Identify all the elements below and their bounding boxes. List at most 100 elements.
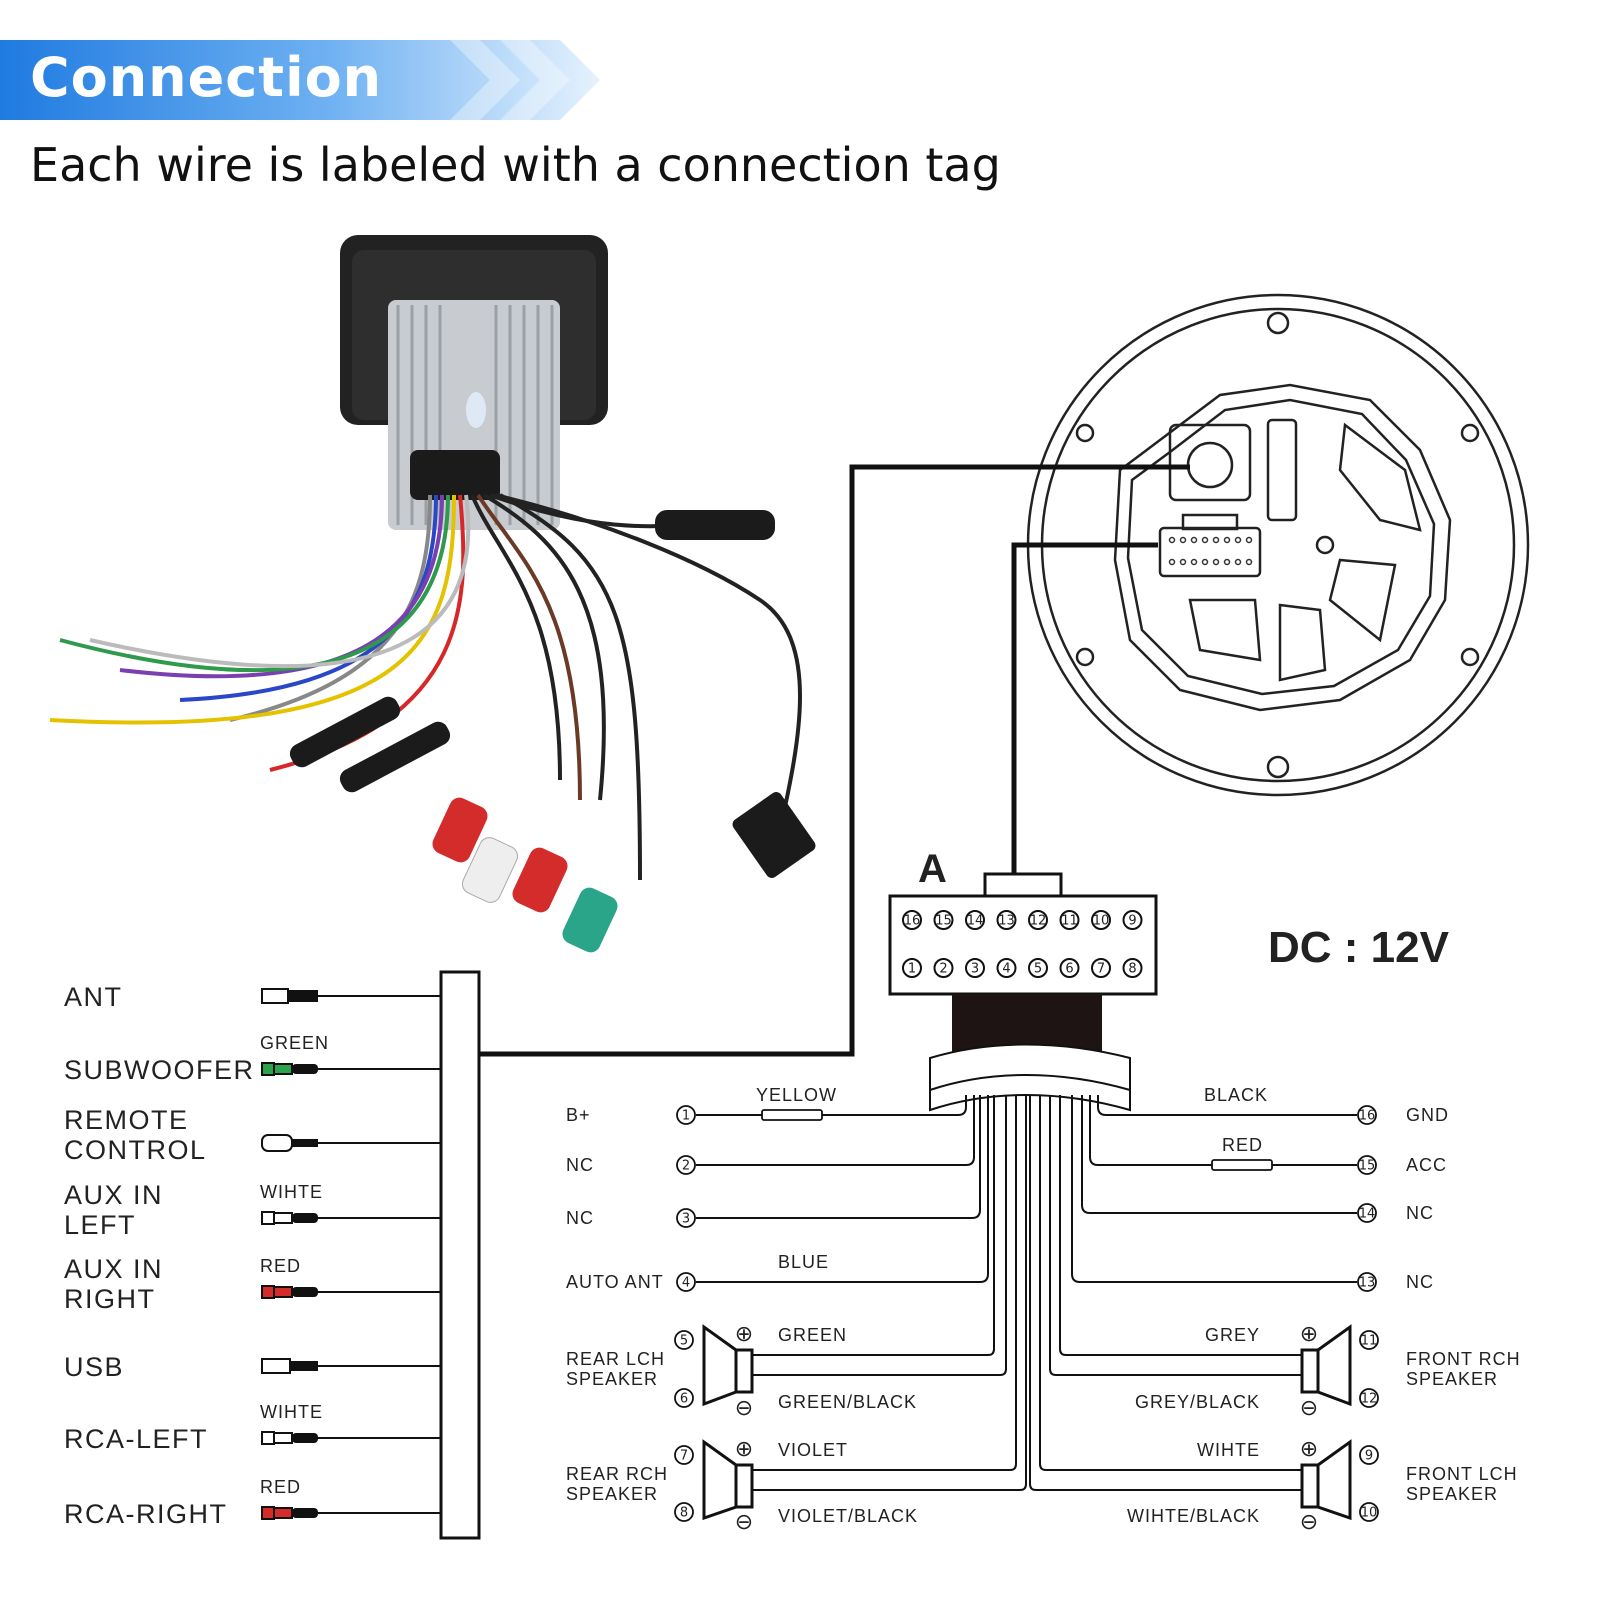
pin-function-label: ACC bbox=[1406, 1155, 1447, 1175]
pin-circle bbox=[674, 1388, 694, 1408]
jack-plug-icon bbox=[261, 1134, 318, 1152]
pin-circle bbox=[674, 1330, 694, 1350]
header-banner bbox=[0, 40, 600, 120]
pin-function-label: GND bbox=[1406, 1105, 1449, 1125]
pin-function-label: NC bbox=[1406, 1272, 1434, 1292]
plus-icon: ⊕ bbox=[735, 1436, 753, 1461]
pin-circle bbox=[674, 1502, 694, 1522]
panel-pin bbox=[1168, 536, 1176, 544]
panel-pin bbox=[1223, 536, 1231, 544]
left-connector-label: RCA-LEFT bbox=[64, 1424, 208, 1454]
harness-bar bbox=[439, 970, 481, 1540]
minus-icon: ⊖ bbox=[1300, 1509, 1318, 1534]
connector-pin bbox=[902, 958, 922, 978]
connector-pin-number: 2 bbox=[939, 962, 947, 977]
wire-color-label: GREY/BLACK bbox=[1135, 1392, 1260, 1412]
connector-pin-number: 12 bbox=[1030, 914, 1047, 929]
connector-pin bbox=[965, 910, 985, 930]
wire-color-label: VIOLET/BLACK bbox=[778, 1506, 918, 1526]
connector-pin bbox=[996, 958, 1017, 978]
left-connector-label: AUX IN bbox=[64, 1254, 163, 1284]
panel-pin bbox=[1179, 536, 1187, 544]
speaker-icon bbox=[1300, 1439, 1352, 1521]
speaker-label: REAR LCH bbox=[566, 1349, 665, 1369]
radio-unit-illustration bbox=[49, 235, 816, 953]
left-connector-label: LEFT bbox=[64, 1210, 136, 1240]
minus-icon: ⊖ bbox=[1300, 1395, 1318, 1420]
connector-pin bbox=[1059, 958, 1080, 978]
left-connector-label: ANT bbox=[64, 982, 123, 1012]
pin-wire bbox=[1097, 1095, 1357, 1116]
wire-color-label: BLACK bbox=[1204, 1085, 1268, 1105]
panel-pin bbox=[1168, 558, 1176, 566]
wire-panel-to-connector bbox=[1011, 542, 1158, 876]
connector-pin bbox=[1122, 910, 1143, 930]
pin-function-label: AUTO ANT bbox=[566, 1272, 664, 1292]
pin-circle bbox=[1359, 1388, 1379, 1408]
panel-pin bbox=[1190, 558, 1198, 566]
speaker-wire bbox=[1059, 1095, 1302, 1356]
wire-color-label: BLUE bbox=[778, 1252, 829, 1272]
pin-number: 8 bbox=[680, 1506, 688, 1521]
pin-function-label: NC bbox=[1406, 1203, 1434, 1223]
speaker-label: SPEAKER bbox=[1406, 1484, 1498, 1504]
connector-pin-number: 14 bbox=[967, 914, 984, 929]
usb-plug-icon bbox=[261, 1358, 318, 1374]
connector-pin-number: 6 bbox=[1065, 962, 1073, 977]
pin-circle bbox=[1359, 1330, 1379, 1350]
left-connector-color-tag: RED bbox=[260, 1477, 301, 1497]
connector-pin bbox=[902, 910, 922, 930]
connector-pin-number: 7 bbox=[1097, 962, 1105, 977]
panel-pin bbox=[1179, 558, 1187, 566]
speaker-wire bbox=[752, 1095, 1017, 1471]
pin-number: 4 bbox=[682, 1276, 690, 1291]
wire-color-label: WIHTE bbox=[1197, 1440, 1260, 1460]
pin-number: 3 bbox=[682, 1212, 690, 1227]
pin-number: 1 bbox=[682, 1109, 690, 1124]
plus-icon: ⊕ bbox=[1300, 1436, 1318, 1461]
panel-pin bbox=[1212, 558, 1220, 566]
panel-pin bbox=[1245, 558, 1253, 566]
pin-circle bbox=[1357, 1272, 1377, 1292]
connector-pin-number: 10 bbox=[1093, 914, 1110, 929]
pin-function-label: NC bbox=[566, 1208, 594, 1228]
left-connector-color-tag: GREEN bbox=[260, 1033, 329, 1053]
connector-pin bbox=[1028, 958, 1048, 978]
pin-number: 7 bbox=[680, 1449, 688, 1464]
panel-pin bbox=[1201, 536, 1209, 544]
panel-pin bbox=[1201, 558, 1209, 566]
connector-pin-number: 1 bbox=[908, 962, 916, 977]
plus-icon: ⊕ bbox=[735, 1321, 753, 1346]
pin-circle bbox=[676, 1272, 696, 1292]
connector-pin bbox=[965, 958, 985, 978]
pin-wire bbox=[696, 1095, 981, 1219]
pin-wire bbox=[1089, 1095, 1357, 1166]
wire-color-label: GREY bbox=[1205, 1325, 1260, 1345]
rca-plug-icon bbox=[261, 1285, 318, 1299]
pin-wire bbox=[696, 1095, 967, 1116]
pin-function-label: NC bbox=[566, 1155, 594, 1175]
speaker-label: SPEAKER bbox=[1406, 1369, 1498, 1389]
connector-pin-number: 9 bbox=[1128, 914, 1136, 929]
panel-pin bbox=[1234, 558, 1242, 566]
pin-wire bbox=[696, 1095, 989, 1283]
pin-circle bbox=[1357, 1203, 1377, 1223]
pin-number: 10 bbox=[1361, 1506, 1378, 1521]
wire-color-label: GREEN bbox=[778, 1325, 847, 1345]
speaker-wire bbox=[1049, 1095, 1302, 1376]
rca-plug-icon bbox=[261, 1062, 318, 1076]
speaker-label: SPEAKER bbox=[566, 1484, 658, 1504]
pin-number: 9 bbox=[1365, 1449, 1373, 1464]
pin-circle bbox=[676, 1105, 696, 1125]
connector-pin-number: 11 bbox=[1061, 914, 1078, 929]
pin-circle bbox=[674, 1445, 694, 1465]
connector-pin-number: 16 bbox=[904, 914, 921, 929]
pin-wire bbox=[696, 1095, 975, 1166]
pin-circle bbox=[1359, 1502, 1379, 1522]
wire-color-label: WIHTE/BLACK bbox=[1127, 1506, 1260, 1526]
left-connector-label: REMOTE bbox=[64, 1105, 189, 1135]
pin-wire bbox=[1081, 1095, 1357, 1214]
connector-pin-number: 8 bbox=[1128, 962, 1136, 977]
connector-pin-number: 3 bbox=[971, 962, 979, 977]
